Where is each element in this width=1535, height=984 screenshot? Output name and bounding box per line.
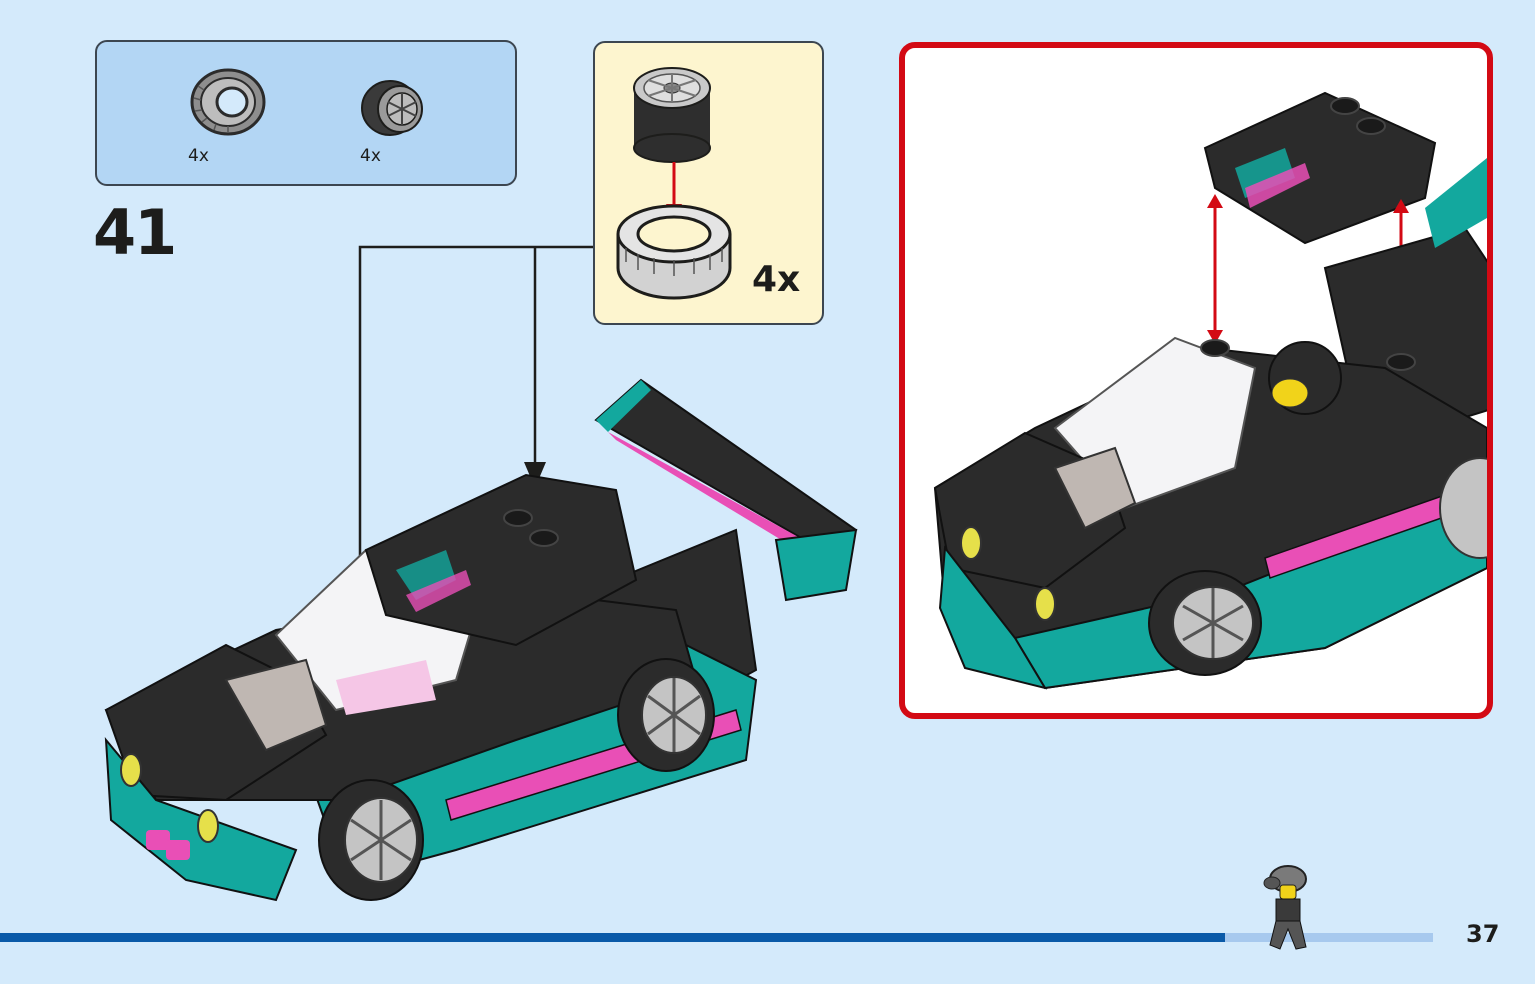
parts-list-callout [95, 40, 517, 186]
detail-callout [899, 42, 1493, 719]
sub-assembly-quantity: 4x [752, 259, 801, 300]
wheel-rim-icon [361, 80, 423, 136]
tire-icon [190, 68, 266, 136]
page-number: 37 [1466, 920, 1500, 948]
step-number: 41 [93, 196, 177, 269]
tire-on-rim-icon [616, 67, 732, 300]
race-car-icon [104, 378, 858, 902]
car-roof-detail-icon [933, 91, 1487, 690]
parts-quantity: 4x [188, 146, 209, 166]
parts-quantity: 4x [360, 146, 381, 166]
progress-bar [0, 933, 1225, 942]
minifigure-walking-icon [1263, 865, 1307, 950]
